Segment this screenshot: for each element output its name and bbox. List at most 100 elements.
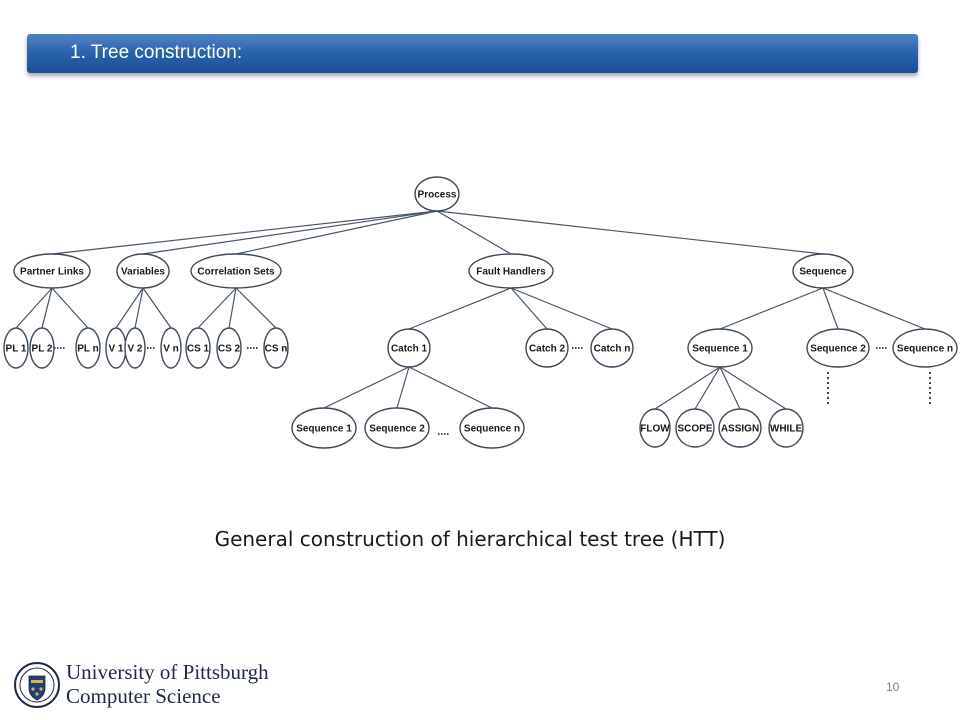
- node-ellipse: [160, 327, 182, 369]
- edge-process-to-sequence: [436, 210, 824, 255]
- node-catchn: Catch n: [590, 328, 634, 368]
- node-label: Variables: [121, 267, 165, 278]
- edge-process-to-fault-handlers: [436, 210, 512, 255]
- university-label: University of Pittsburgh: [66, 660, 269, 684]
- node-ellipse: [718, 408, 762, 448]
- university-seal-icon: [14, 662, 60, 708]
- node-label: WHILE: [770, 424, 803, 435]
- node-label: V n: [163, 344, 179, 355]
- node-label: Process: [418, 190, 457, 201]
- node-label: CS 2: [218, 344, 241, 355]
- department-label: Computer Science: [66, 684, 221, 708]
- node-ellipse: [525, 328, 569, 368]
- footer-university-name: University of Pittsburgh Computer Scienc…: [66, 660, 269, 708]
- node-ellipse: [792, 253, 854, 289]
- node-fault-handlers: Fault Handlers: [468, 253, 554, 289]
- edge-catch1-to-c-seq2: [396, 366, 410, 409]
- node-label: V 1: [108, 344, 123, 355]
- node-label: CS 1: [187, 344, 210, 355]
- node-catch2: Catch 2: [525, 328, 569, 368]
- node-label: Sequence n: [897, 344, 953, 355]
- node-ellipse: [291, 407, 357, 449]
- node-c-seqn: Sequence n: [459, 407, 525, 449]
- node-pl2: PL 2: [29, 327, 55, 369]
- node-ellipse: [590, 328, 634, 368]
- node-label: Sequence 2: [810, 344, 866, 355]
- edge-variables-to-v2: [134, 287, 144, 329]
- edge-variables-to-vn: [142, 287, 172, 329]
- node-cs1: CS 1: [185, 327, 211, 369]
- node-ellipse: [387, 328, 431, 368]
- node-ellipse: [29, 327, 55, 369]
- node-label: Catch 1: [391, 344, 428, 355]
- edge-catch1-to-c-seq1: [323, 366, 410, 409]
- node-label: FLOW: [640, 424, 670, 435]
- node-label: PL n: [77, 344, 98, 355]
- edge-partner-links-to-pl2: [41, 287, 53, 329]
- edge-correlation-sets-to-cs1: [197, 287, 237, 329]
- node-label: ASSIGN: [721, 424, 759, 435]
- edge-process-to-correlation-sets: [235, 210, 438, 255]
- edge-fault-handlers-to-catch1: [408, 287, 512, 330]
- node-label: PL 1: [6, 344, 27, 355]
- node-label: Catch 2: [529, 344, 566, 355]
- node-ellipse: [414, 176, 460, 212]
- node-partner-links: Partner Links: [13, 253, 91, 289]
- node-v2: V 2: [124, 327, 146, 369]
- edge-correlation-sets-to-csn: [235, 287, 277, 329]
- node-ellipse: [687, 328, 753, 368]
- node-sequence: Sequence: [792, 253, 854, 289]
- slide-title: 1. Tree construction:: [70, 42, 243, 63]
- node-label: CS n: [265, 344, 288, 355]
- node-ellipse: [892, 328, 958, 368]
- node-label: V 2: [127, 344, 142, 355]
- edge-sequence-to-seq2: [822, 287, 839, 330]
- node-pl1: PL 1: [3, 327, 29, 369]
- node-v1: V 1: [105, 327, 127, 369]
- node-variables: Variables: [116, 253, 170, 289]
- edge-process-to-variables: [142, 210, 438, 255]
- node-ellipse: [116, 253, 170, 289]
- node-catch1: Catch 1: [387, 328, 431, 368]
- node-ellipse: [806, 328, 870, 368]
- edge-sequence-to-seqn: [822, 287, 926, 330]
- node-pln: PL n: [75, 327, 101, 369]
- node-seq1: Sequence 1: [687, 328, 753, 368]
- edge-catch1-to-c-seqn: [408, 366, 493, 409]
- edge-partner-links-to-pl1: [15, 287, 53, 329]
- node-ellipse: [190, 253, 282, 289]
- node-ellipse: [3, 327, 29, 369]
- edge-correlation-sets-to-cs2: [228, 287, 237, 329]
- node-ellipse: [185, 327, 211, 369]
- node-ellipse: [364, 407, 430, 449]
- node-flow: FLOW: [639, 408, 671, 448]
- edge-seq1-to-flow: [654, 366, 721, 410]
- node-ellipse: [216, 327, 242, 369]
- node-seq2: Sequence 2: [806, 328, 870, 368]
- edge-seq1-to-while: [719, 366, 787, 410]
- node-label: Sequence 1: [692, 344, 748, 355]
- node-label: Correlation Sets: [197, 267, 275, 278]
- node-label: Sequence 2: [369, 424, 425, 435]
- node-label: Fault Handlers: [476, 267, 546, 278]
- node-while: WHILE: [768, 408, 804, 448]
- node-label: Partner Links: [20, 267, 84, 278]
- node-ellipse: [263, 327, 289, 369]
- node-correlation-sets: Correlation Sets: [190, 253, 282, 289]
- node-ellipse: [468, 253, 554, 289]
- edge-fault-handlers-to-catch2: [510, 287, 548, 330]
- edge-seq1-to-scope: [694, 366, 721, 410]
- edge-variables-to-v1: [115, 287, 144, 329]
- node-label: Sequence n: [464, 424, 520, 435]
- node-label: Sequence 1: [296, 424, 352, 435]
- node-ellipse: [639, 408, 671, 448]
- diagram-caption: General construction of hierarchical tes…: [214, 527, 726, 551]
- node-label: SCOPE: [677, 424, 712, 435]
- node-process: Process: [414, 176, 460, 212]
- node-assign: ASSIGN: [718, 408, 762, 448]
- node-csn: CS n: [263, 327, 289, 369]
- node-ellipse: [124, 327, 146, 369]
- edge-sequence-to-seq1: [719, 287, 824, 330]
- node-ellipse: [675, 408, 715, 448]
